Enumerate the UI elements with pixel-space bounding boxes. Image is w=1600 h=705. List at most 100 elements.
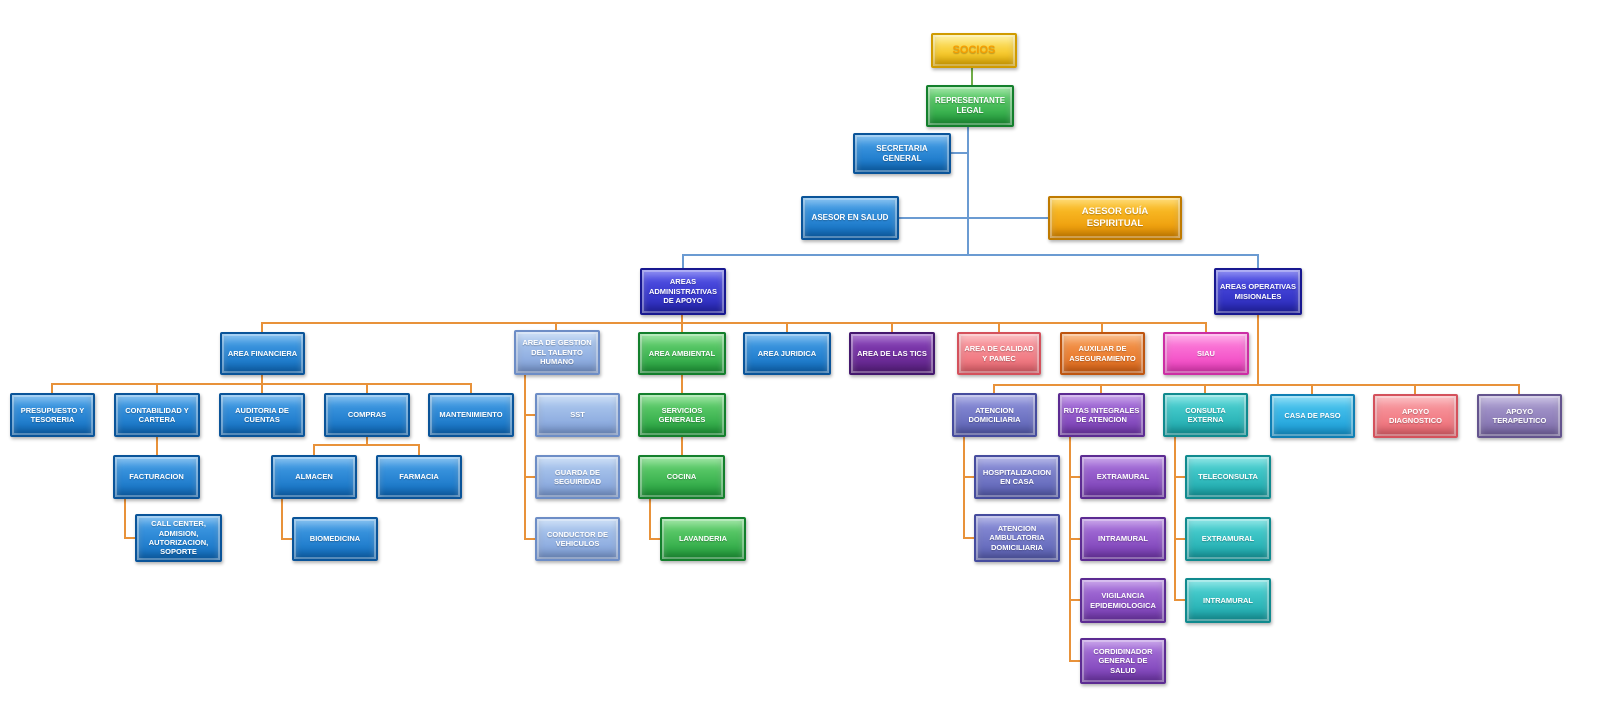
- connector-line: [1311, 385, 1313, 395]
- connector-line: [998, 323, 1000, 332]
- connector-line: [366, 384, 368, 393]
- connector-line: [366, 437, 368, 445]
- connector-line: [891, 323, 893, 332]
- org-node-auxiliar-aseguramiento: AUXILIAR DE ASEGURAMIENTO: [1060, 332, 1145, 375]
- org-node-intramural-consulta: INTRAMURAL: [1185, 578, 1271, 623]
- connector-line: [993, 385, 995, 394]
- org-node-atencion-ambulatoria-domiciliaria: ATENCION AMBULATORIA DOMICILIARIA: [974, 514, 1060, 562]
- org-node-biomedicina: BIOMEDICINA: [292, 517, 378, 561]
- org-node-area-de-las-tics: AREA DE LAS TICS: [849, 332, 935, 375]
- connector-line: [1069, 599, 1080, 601]
- org-node-area-financiera: AREA FINANCIERA: [220, 332, 305, 375]
- org-node-casa-de-paso: CASA DE PASO: [1270, 394, 1355, 438]
- org-node-representante-legal: REPRESENTANTE LEGAL: [926, 85, 1014, 127]
- connector-line: [899, 217, 1049, 219]
- connector-line: [1069, 437, 1071, 662]
- org-node-farmacia: FARMACIA: [376, 455, 462, 499]
- org-node-mantenimiento: MANTENIMIENTO: [428, 393, 514, 437]
- org-node-coordinador-general-salud: CORDIDINADOR GENERAL DE SALUD: [1080, 638, 1166, 684]
- connector-line: [649, 499, 651, 539]
- connector-line: [681, 437, 683, 455]
- connector-line: [951, 152, 968, 154]
- connector-line: [524, 476, 535, 478]
- connector-line: [281, 538, 292, 540]
- connector-line: [993, 384, 1520, 386]
- connector-line: [1257, 255, 1259, 268]
- connector-line: [1174, 538, 1185, 540]
- connector-line: [786, 323, 788, 332]
- connector-line: [261, 384, 263, 393]
- org-node-areas-administrativas: AREAS ADMINISTRATIVAS DE APOYO: [640, 268, 726, 315]
- connector-line: [124, 499, 126, 539]
- connector-line: [963, 437, 965, 539]
- connector-line: [1069, 476, 1080, 478]
- org-node-teleconsulta: TELECONSULTA: [1185, 455, 1271, 499]
- org-node-siau: SIAU: [1163, 332, 1249, 375]
- connector-line: [681, 323, 683, 332]
- connector-line: [555, 323, 557, 331]
- connector-line: [1414, 385, 1416, 395]
- connector-line: [681, 315, 683, 324]
- connector-line: [649, 538, 660, 540]
- org-node-socios: SOCIOS: [931, 33, 1017, 68]
- connector-line: [967, 127, 969, 256]
- org-node-extramural-rutas: EXTRAMURAL: [1080, 455, 1166, 499]
- connector-line: [124, 537, 135, 539]
- org-node-guarda-de-seguridad: GUARDA DE SEGUIRIDAD: [535, 455, 620, 499]
- connector-line: [313, 444, 420, 446]
- org-node-hospitalizacion-en-casa: HOSPITALIZACION EN CASA: [974, 455, 1060, 499]
- connector-line: [682, 254, 1259, 256]
- connector-line: [1069, 538, 1080, 540]
- connector-line: [1101, 323, 1103, 332]
- org-node-almacen: ALMACEN: [271, 455, 357, 499]
- connector-line: [1069, 660, 1080, 662]
- org-node-area-calidad-pamec: AREA DE CALIDAD Y PAMEC: [957, 332, 1041, 375]
- connector-line: [418, 445, 420, 455]
- org-node-conductor-de-vehiculos: CONDUCTOR DE VEHICULOS: [535, 517, 620, 561]
- connector-line: [971, 68, 973, 86]
- org-node-facturacion: FACTURACION: [113, 455, 200, 499]
- org-node-cocina: COCINA: [638, 455, 725, 499]
- org-node-intramural-rutas: INTRAMURAL: [1080, 517, 1166, 561]
- org-node-presupuesto-tesoreria: PRESUPUESTO Y TESORERIA: [10, 393, 95, 437]
- connector-line: [524, 414, 535, 416]
- org-node-rutas-integrales-atencion: RUTAS INTEGRALES DE ATENCION: [1058, 393, 1145, 437]
- connector-line: [963, 537, 974, 539]
- connector-line: [524, 538, 535, 540]
- org-node-apoyo-diagnostico: APOYO DIAGNOSTICO: [1373, 394, 1458, 438]
- org-node-area-gestion-talento-humano: AREA DE GESTION DEL TALENTO HUMANO: [514, 330, 600, 375]
- connector-line: [156, 384, 158, 393]
- connector-line: [261, 375, 263, 384]
- connector-line: [313, 445, 315, 455]
- connector-line: [1205, 323, 1207, 332]
- org-node-contabilidad-cartera: CONTABILIDAD Y CARTERA: [114, 393, 200, 437]
- connector-line: [682, 255, 684, 268]
- connector-line: [524, 375, 526, 539]
- org-node-auditoria-cuentas: AUDITORIA DE CUENTAS: [219, 393, 305, 437]
- org-node-atencion-domiciliaria: ATENCION DOMICILIARIA: [952, 393, 1037, 437]
- connector-line: [1204, 385, 1206, 394]
- org-node-lavanderia: LAVANDERIA: [660, 517, 746, 561]
- org-node-apoyo-terapeutico: APOYO TERAPEUTICO: [1477, 394, 1562, 438]
- org-node-vigilancia-epidemiologica: VIGILANCIA EPIDEMIOLOGICA: [1080, 578, 1166, 623]
- org-node-compras: COMPRAS: [324, 393, 410, 437]
- connector-line: [470, 384, 472, 393]
- org-node-asesor-en-salud: ASESOR EN SALUD: [801, 196, 899, 240]
- org-node-servicios-generales: SERVICIOS GENERALES: [638, 393, 726, 437]
- connector-line: [51, 384, 53, 393]
- connector-line: [281, 499, 283, 539]
- connector-line: [681, 375, 683, 393]
- connector-line: [1174, 476, 1185, 478]
- org-node-asesor-guia-espiritual: ASESOR GUÍA ESPIRITUAL: [1048, 196, 1182, 240]
- connector-line: [963, 476, 974, 478]
- connector-line: [1518, 385, 1520, 395]
- org-node-areas-operativas: AREAS OPERATIVAS MISIONALES: [1214, 268, 1302, 315]
- connector-line: [1174, 437, 1176, 601]
- org-node-extramural-consulta: EXTRAMURAL: [1185, 517, 1271, 561]
- org-node-consulta-externa: CONSULTA EXTERNA: [1163, 393, 1248, 437]
- org-node-call-center: CALL CENTER, ADMISION, AUTORIZACION, SOP…: [135, 514, 222, 562]
- org-node-secretaria-general: SECRETARIA GENERAL: [853, 133, 951, 174]
- connector-line: [1257, 315, 1259, 385]
- connector-line: [261, 323, 263, 332]
